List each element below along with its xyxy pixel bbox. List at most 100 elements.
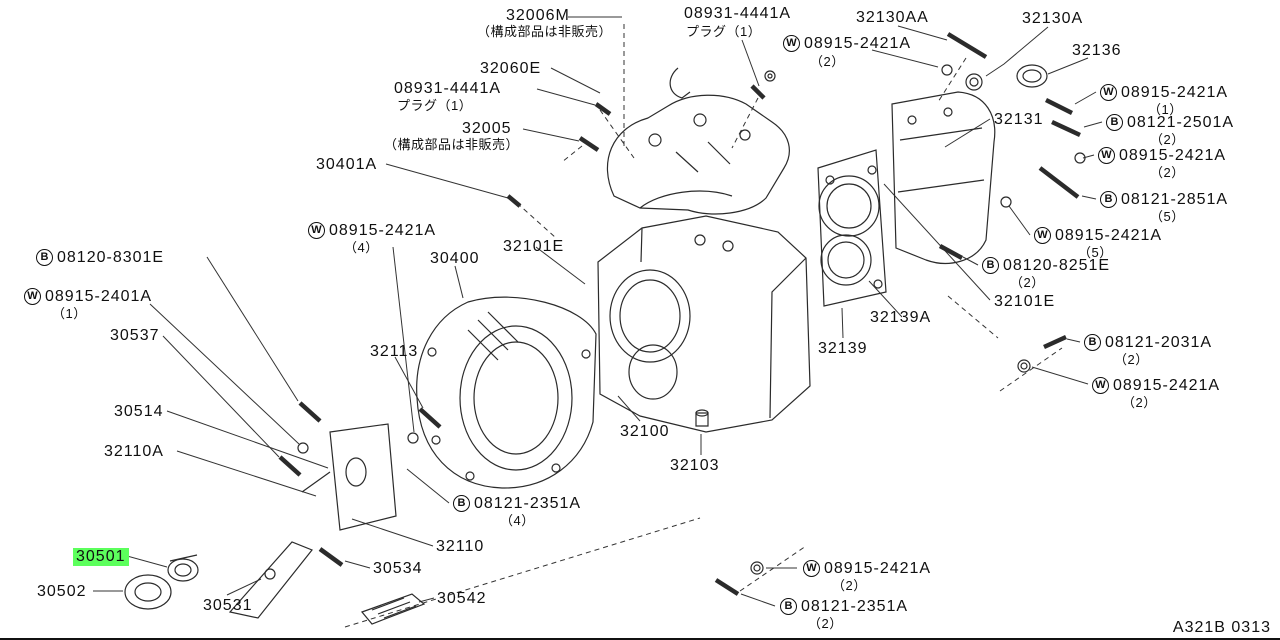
part-number-text: 08121-2351A [474,494,582,512]
part-label-30514[interactable]: 30514 [114,404,164,420]
part-number-text: （2） [1150,165,1185,180]
part-label-32103[interactable]: 32103 [670,458,720,474]
part-label-32131[interactable]: 32131 [994,112,1044,128]
part-label-30400[interactable]: 30400 [430,251,480,267]
part-label-08931-4441A[interactable]: 08931-4441A [684,6,791,22]
washer-symbol: W [1098,147,1115,164]
part-outlines [124,64,1086,625]
part-number-text: （1） [52,306,87,321]
part-number-text: （構成部品は非販売） [477,24,613,39]
dashed-axes [344,24,1063,628]
part-label-32101E[interactable]: 32101E [503,239,564,255]
part-label-32130A[interactable]: 32130A [1022,11,1083,27]
bolt-symbol: B [453,495,470,512]
part-number-text: 08121-2501A [1127,113,1235,131]
part-label-32130AA[interactable]: 32130AA [856,10,929,26]
part-number-text: 08915-2421A [1121,83,1229,101]
part-label-note: （2） [808,617,843,630]
part-label-32101E[interactable]: 32101E [994,294,1055,310]
part-label-32005[interactable]: 32005 [462,121,512,137]
part-label-note: （2） [1150,166,1185,179]
part-number-text: （2） [1114,352,1149,367]
part-number-text: 30401A [316,156,378,173]
part-label-30542[interactable]: 30542 [437,591,487,607]
part-number-text: 08121-2351A [801,597,909,615]
part-label-30502[interactable]: 30502 [37,584,87,600]
part-number-text: 08915-2421A [329,221,437,239]
part-number-text: 30501 [73,548,129,566]
part-label-32100[interactable]: 32100 [620,424,670,440]
part-number-text: （2） [808,616,843,631]
part-label-32110A[interactable]: 32110A [104,444,164,460]
bolt-symbol: B [780,598,797,615]
part-label-note: （2） [1114,353,1149,366]
part-number-text: 30514 [114,403,164,420]
bolt-symbol: B [1100,191,1117,208]
part-number-text: プラグ（1） [397,98,473,113]
part-number-text: （2） [1010,275,1045,290]
part-number-text: 32136 [1072,42,1122,59]
part-label-32136[interactable]: 32136 [1072,43,1122,59]
part-label-note: （構成部品は非販売） [384,138,519,151]
part-label-08931-4441A[interactable]: 08931-4441A [394,81,501,97]
part-label-note: （構成部品は非販売） [477,25,612,38]
part-number-text: 32130A [1022,10,1084,27]
washer-symbol: W [1034,227,1051,244]
part-number-text: 32101E [503,238,565,255]
washer-symbol: W [803,560,820,577]
part-label-32139[interactable]: 32139 [818,341,868,357]
part-number-text: （2） [1122,395,1157,410]
bolt-symbol: B [36,249,53,266]
part-number-text: 32060E [480,60,542,77]
bolt-symbol: B [1084,334,1101,351]
part-label-32113[interactable]: 32113 [370,344,418,360]
part-number-text: 08915-2421A [804,34,912,52]
part-number-text: 30542 [437,590,487,607]
part-number-text: 32101E [994,293,1056,310]
part-label-32139A[interactable]: 32139A [870,310,931,326]
part-label-32006M[interactable]: 32006M [506,8,570,24]
part-label-note: （1） [52,307,87,320]
bolt-symbol: B [982,257,999,274]
part-number-text: 30502 [37,583,87,600]
washer-symbol: W [1092,377,1109,394]
part-number-text: 08915-2401A [45,287,153,305]
part-number-text: 08121-2031A [1105,333,1213,351]
part-label-note: プラグ（1） [686,25,761,38]
part-label-note: （4） [500,514,535,527]
washer-symbol: W [24,288,41,305]
part-number-text: 30531 [203,597,253,614]
part-label-32060E[interactable]: 32060E [480,61,541,77]
part-label-30534[interactable]: 30534 [373,561,423,577]
part-label-32110[interactable]: 32110 [436,539,484,555]
part-number-text: 08915-2421A [1113,376,1221,394]
part-label-30537[interactable]: 30537 [110,328,160,344]
washer-symbol: W [783,35,800,52]
part-label-30401A[interactable]: 30401A [316,157,377,173]
part-label-30531[interactable]: 30531 [203,598,253,614]
part-label-note: （2） [1010,276,1045,289]
part-label-30501[interactable]: 30501 [73,548,129,566]
part-label-note: （2） [810,55,845,68]
part-number-text: （構成部品は非販売） [384,137,520,152]
part-number-text: 08931-4441A [684,5,792,22]
part-number-text: 08915-2421A [824,559,932,577]
part-number-text: 08120-8301E [57,248,165,266]
part-number-text: 32139 [818,340,868,357]
